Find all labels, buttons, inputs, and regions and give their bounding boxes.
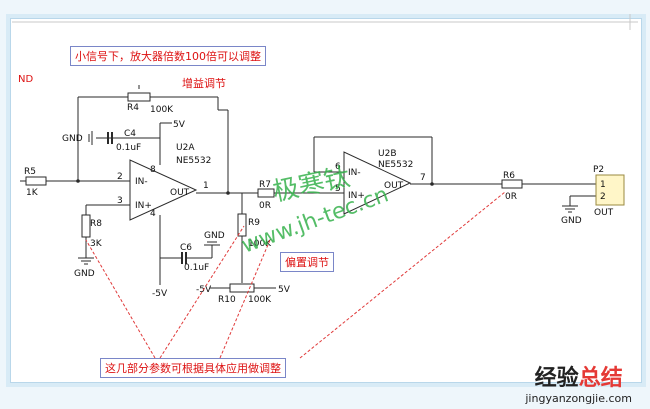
- label-c4-value: 0.1uF: [116, 143, 141, 153]
- brand-en: jingyanzongjie.com: [525, 392, 632, 405]
- note-params: 这几部分参数可根据具体应用做调整: [100, 358, 286, 378]
- label-m5v-2: -5V: [196, 285, 212, 295]
- label-pin8: 8: [150, 165, 156, 175]
- label-r10-value: 100K: [248, 295, 272, 305]
- junction-out: [226, 191, 230, 195]
- label-5v-b: 5V: [278, 285, 291, 295]
- label-p2-pin1: 1: [600, 180, 606, 190]
- label-pin7: 7: [420, 173, 426, 183]
- label-r7: R7: [259, 180, 271, 190]
- label-u2b-part: NE5532: [378, 160, 413, 170]
- brand-cn-a: 经验: [534, 366, 579, 391]
- label-u2a-out: OUT: [170, 188, 190, 198]
- resistor-r8: [81, 214, 91, 238]
- note-gain-title: 小信号下，放大器倍数100倍可以调整: [70, 46, 266, 66]
- brand-cn-b: 总结: [578, 366, 623, 391]
- label-u2b-inp: IN+: [348, 191, 365, 201]
- label-p2: P2: [593, 165, 604, 175]
- label-u2b: U2B: [378, 149, 397, 159]
- resistor-r6: [501, 179, 523, 189]
- label-r4: R4: [127, 103, 139, 113]
- brand-cn: 经验总结: [525, 360, 632, 392]
- label-c6-value: 0.1uF: [184, 263, 209, 273]
- label-r6-value: 0R: [505, 192, 517, 202]
- label-5v-a: 5V: [173, 120, 186, 130]
- label-pin4: 4: [150, 209, 156, 219]
- label-r8: R8: [90, 219, 102, 229]
- label-nd: ND: [18, 74, 33, 85]
- label-u2a-part: NE5532: [176, 156, 211, 166]
- label-r6: R6: [503, 171, 515, 181]
- schematic-sheet: [10, 18, 642, 383]
- connector-p2: [595, 174, 625, 206]
- label-gnd2: GND: [74, 269, 95, 279]
- opamp-u2a: [129, 159, 198, 221]
- label-pin3: 3: [117, 196, 123, 206]
- label-r7-value: 0R: [259, 201, 271, 211]
- annotation-line-r9: [159, 225, 245, 359]
- label-c4: C4: [124, 129, 136, 139]
- label-gnd4: GND: [561, 216, 582, 226]
- label-pin6: 6: [335, 162, 341, 172]
- label-u2b-out: OUT: [384, 181, 404, 191]
- label-c6: C6: [180, 243, 192, 253]
- label-r9: R9: [248, 218, 260, 228]
- label-m5v: -5V: [152, 289, 168, 299]
- junction-u2b-out: [430, 182, 434, 186]
- label-u2a-inm: IN-: [135, 177, 148, 187]
- annotation-line-r10: [219, 239, 271, 359]
- label-r5-value: 1K: [26, 188, 39, 198]
- label-gnd1: GND: [62, 134, 83, 144]
- label-pin5: 5: [335, 184, 341, 194]
- annotation-line-r6: [299, 191, 506, 359]
- note-offset-adjust: 偏置调节: [280, 252, 334, 272]
- opamp-u2b: [343, 151, 412, 215]
- annotation-line-r8: [85, 239, 156, 359]
- label-r9-value: 100K: [248, 239, 272, 249]
- label-gnd3: GND: [204, 231, 225, 241]
- label-p2-out: OUT: [594, 208, 614, 218]
- resistor-r7: [257, 188, 275, 198]
- label-r5: R5: [24, 167, 36, 177]
- brand-logo: 经验总结 jingyanzongjie.com: [525, 360, 632, 405]
- label-p2-pin2: 2: [600, 192, 606, 202]
- note-gain-adjust: 增益调节: [182, 77, 226, 90]
- resistor-r5: [25, 176, 47, 186]
- label-u2a-inp: IN+: [135, 201, 152, 211]
- label-pin2: 2: [117, 172, 123, 182]
- label-u2a: U2A: [176, 143, 195, 153]
- label-u2b-inm: IN-: [348, 168, 361, 178]
- label-pin1: 1: [203, 181, 209, 191]
- potentiometer-r4: [127, 92, 151, 102]
- label-r4-value: 100K: [150, 105, 174, 115]
- label-r8-value: 3K: [90, 239, 103, 249]
- potentiometer-r10: [229, 283, 255, 293]
- label-r10: R10: [218, 295, 236, 305]
